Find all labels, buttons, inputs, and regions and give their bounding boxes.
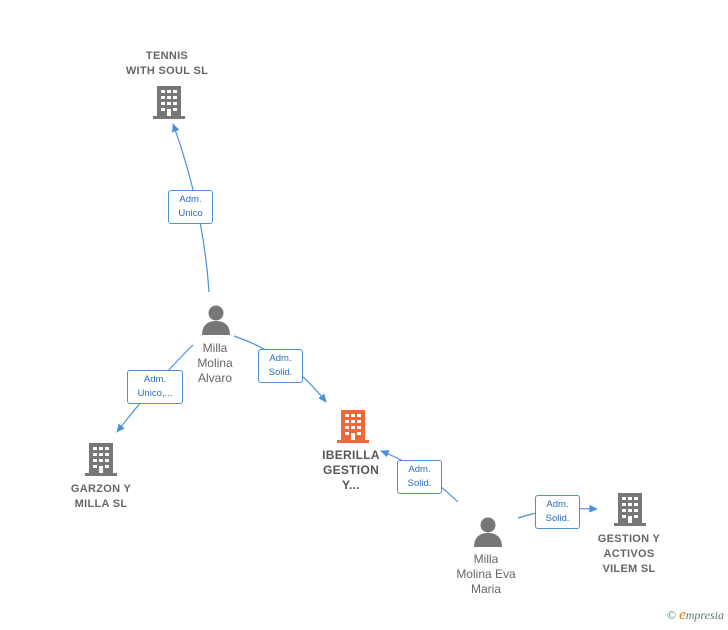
building-icon-focus[interactable] xyxy=(337,408,369,444)
copyright-icon: © xyxy=(666,608,677,622)
company-label-iberilla[interactable]: IBERILLA GESTION Y... xyxy=(322,448,380,492)
person-icon[interactable] xyxy=(473,516,503,548)
person-icon[interactable] xyxy=(201,304,231,336)
company-label-garzon[interactable]: GARZON Y MILLA SL xyxy=(70,483,132,510)
company-label-gestion[interactable]: GESTION Y ACTIVOS VILEM SL xyxy=(597,533,661,575)
empresia-logo-text: mpresia xyxy=(685,608,724,622)
person-label-alvaro[interactable]: Milla Molina Alvaro xyxy=(197,341,233,385)
edge-label-adm-unico-multi[interactable]: Adm. Unico,... xyxy=(127,370,183,404)
person-label-eva[interactable]: Milla Molina Eva Maria xyxy=(456,552,516,596)
edge-label-adm-solid-eva-iberilla[interactable]: Adm. Solid. xyxy=(397,460,442,494)
edge-label-adm-solid-alvaro[interactable]: Adm. Solid. xyxy=(258,349,303,383)
building-icon[interactable] xyxy=(614,491,646,527)
building-icon[interactable] xyxy=(85,441,117,477)
company-label-tennis[interactable]: TENNIS WITH SOUL SL xyxy=(125,50,209,77)
edge-label-adm-unico[interactable]: Adm. Unico xyxy=(168,190,213,224)
empresia-watermark: © empresia xyxy=(667,607,724,624)
empresia-logo-e: e xyxy=(679,607,686,623)
edge-label-adm-solid-eva-gestion[interactable]: Adm. Solid. xyxy=(535,495,580,529)
building-icon[interactable] xyxy=(153,84,185,120)
